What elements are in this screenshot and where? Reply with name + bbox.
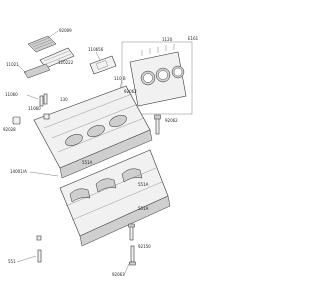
- crankcase-upper-half: [33, 85, 153, 179]
- crankcase-top-side: [59, 129, 153, 179]
- callout-110656: 110656: [88, 47, 104, 52]
- bore-2-inner: [158, 70, 168, 80]
- saddle-3: [121, 168, 143, 183]
- corner-code: E161: [188, 36, 199, 41]
- journal-1: [65, 134, 83, 146]
- callout-1120: 1120: [162, 37, 173, 42]
- callout-92028: 92028: [3, 127, 16, 132]
- leader-110b: [119, 79, 123, 89]
- cap-left-body: [12, 116, 21, 125]
- leader-92009: [47, 30, 59, 39]
- callout-120222: 120222: [58, 60, 74, 65]
- cap-left: [12, 116, 21, 125]
- callout-14001: 14001/A: [10, 169, 27, 174]
- gasket-plate: [89, 55, 117, 75]
- leader-92063: [123, 261, 131, 276]
- bolt-right-head: [154, 114, 161, 120]
- callout-11060-b: 11060: [28, 106, 41, 111]
- exploded-parts-diagram: E161 92009 11021 120222 11060 130 110656…: [3, 28, 199, 277]
- bore-1-inner: [143, 73, 153, 83]
- leader-551: [16, 255, 37, 263]
- callout-551: 551: [8, 259, 16, 264]
- saddle-2: [95, 178, 117, 193]
- bolt-lower-head: [128, 223, 135, 228]
- crankcase-ribs: [43, 93, 145, 153]
- journal-2: [87, 125, 105, 137]
- journal-3: [109, 115, 127, 127]
- leader-110656: [95, 51, 101, 61]
- callout-551a-2: 551A: [138, 182, 149, 187]
- bolt-lower-shank: [129, 225, 134, 241]
- reed-plate-c: [23, 63, 51, 79]
- upper-crankcase-box: [121, 41, 193, 115]
- reed-petals-a: [30, 37, 54, 50]
- diagram-canvas: E161 92009 11021 120222 11060 130 110656…: [3, 28, 199, 277]
- callout-110b: 110 B: [114, 76, 126, 81]
- head-studs: [141, 44, 175, 56]
- callout-92150: 92150: [138, 244, 151, 249]
- crankcase-bottom-side: [79, 195, 171, 247]
- leader-14001: [29, 171, 59, 177]
- crankcase-bottom-ribs: [65, 167, 163, 221]
- reed-block-a: [27, 35, 57, 53]
- detail-box: [121, 41, 193, 115]
- stud-leader: [26, 94, 39, 100]
- stud-b: [43, 93, 48, 105]
- stud-group-left: [26, 93, 48, 107]
- bore-3-inner: [173, 67, 183, 77]
- cap-mid: [43, 113, 50, 120]
- callout-92062-b: 92062: [165, 118, 178, 123]
- leader-11021: [17, 64, 27, 74]
- lower-fasteners: [36, 223, 136, 266]
- callout-11021: 11021: [6, 62, 19, 67]
- stud-left: [37, 249, 42, 263]
- callout-11060-a: 11060: [5, 92, 18, 97]
- reed-valve-assembly: [23, 35, 75, 79]
- gasket-port: [96, 60, 108, 70]
- bolt-base-head: [129, 261, 136, 266]
- callout-92063: 92063: [112, 272, 125, 277]
- bolt-base-shank: [130, 245, 135, 263]
- crankcase-lower-half: [59, 149, 171, 247]
- stud-a: [39, 95, 44, 107]
- reed-petals-b: [43, 50, 72, 65]
- cap-mid-body: [43, 113, 50, 120]
- callout-130: 130: [60, 97, 68, 102]
- callout-551a-3: 551A: [138, 206, 149, 211]
- callout-551a-1: 551A: [82, 160, 93, 165]
- saddle-1: [69, 188, 91, 203]
- bolt-right: [154, 114, 161, 135]
- callout-92062-a: 92062: [124, 89, 137, 94]
- intake-gasket: [89, 55, 117, 75]
- callout-92009: 92009: [59, 28, 72, 33]
- washer-left: [36, 235, 42, 241]
- bolt-right-shank: [155, 117, 160, 135]
